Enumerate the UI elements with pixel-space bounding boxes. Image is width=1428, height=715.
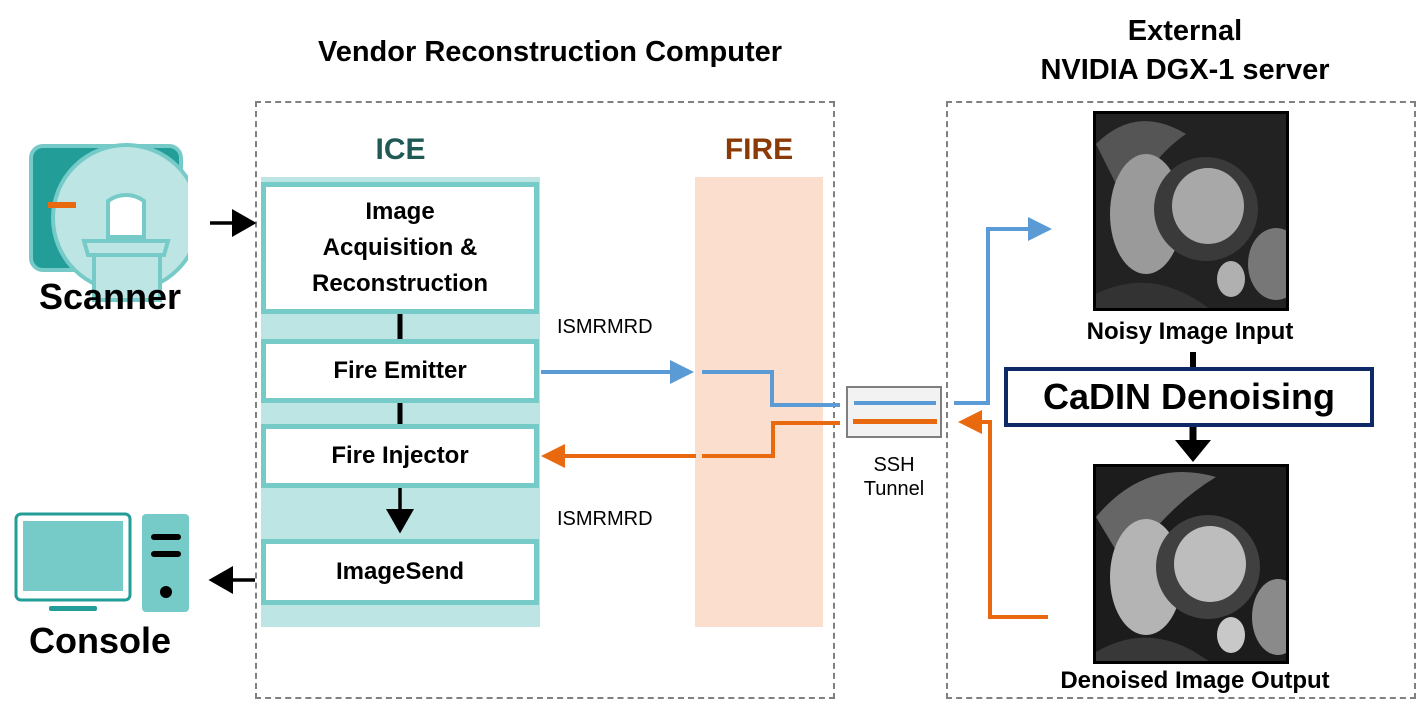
fire-injector-label: Fire Injector: [331, 442, 469, 469]
tunnel-to-input-blue-path: [954, 217, 1052, 405]
noisy-image-caption: Noisy Image Input: [1086, 318, 1294, 345]
console-label: Console: [28, 620, 171, 661]
image-acquisition-block[interactable]: Image Acquisition & Reconstruction: [261, 182, 539, 314]
imagesend-block[interactable]: ImageSend: [261, 539, 539, 605]
cadin-denoising-block[interactable]: CaDIN Denoising: [1004, 367, 1374, 427]
denoised-heart-graphic: [1096, 467, 1286, 661]
console-computer-icon: [14, 512, 194, 612]
cadin-denoising-label: CaDIN Denoising: [1042, 376, 1336, 417]
scanner-label: Scanner: [38, 276, 182, 317]
noisy-mri-image: [1093, 111, 1289, 311]
fire-to-tunnel-blue-path: [702, 370, 840, 407]
external-server-title-line1: External: [1127, 15, 1243, 47]
vendor-computer-container: [255, 101, 835, 699]
ssh-tunnel-label-line1: SSH: [873, 454, 915, 476]
denoised-mri-image: [1093, 464, 1289, 664]
tunnel-blue-line: [854, 401, 936, 405]
image-acquisition-line2: Acquisition &: [322, 234, 478, 261]
tunnel-orange-line: [853, 419, 937, 424]
imagesend-label: ImageSend: [335, 558, 465, 585]
external-server-container: [946, 101, 1416, 699]
fire-lane: [695, 177, 823, 627]
ice-label: ICE: [375, 133, 426, 166]
ismrmrd-label-bottom: ISMRMRD: [557, 508, 653, 530]
fire-label: FIRE: [724, 133, 794, 166]
mri-scanner-icon: [28, 143, 188, 303]
ssh-tunnel-box[interactable]: [846, 386, 942, 438]
fire-emitter-block[interactable]: Fire Emitter: [261, 339, 539, 403]
fire-injector-block[interactable]: Fire Injector: [261, 424, 539, 488]
image-acquisition-line3: Reconstruction: [311, 270, 488, 297]
ismrmrd-label-top: ISMRMRD: [557, 316, 653, 338]
image-acquisition-line1: Image: [365, 198, 435, 225]
vendor-computer-title: Vendor Reconstruction Computer: [317, 36, 783, 68]
tunnel-to-fire-orange-path: [702, 421, 840, 458]
cadin-to-output-arrowhead: [1175, 440, 1211, 462]
output-to-tunnel-orange-path: [958, 410, 1048, 619]
denoised-image-caption: Denoised Image Output: [1060, 667, 1330, 694]
noisy-heart-graphic: [1096, 114, 1286, 308]
fire-emitter-label: Fire Emitter: [333, 357, 467, 384]
ssh-tunnel-label-line2: Tunnel: [863, 478, 925, 500]
external-server-title-line2: NVIDIA DGX-1 server: [1040, 54, 1330, 86]
